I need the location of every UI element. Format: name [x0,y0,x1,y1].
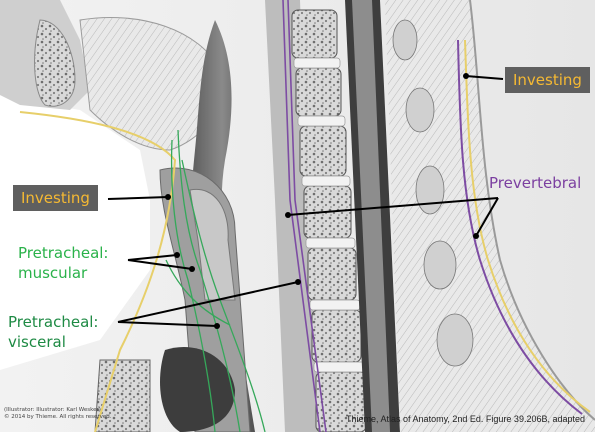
illustrator-credit: (Illustrator: Illustrator: Karl Wesker) … [4,407,112,421]
investing-label-left: Investing [13,185,98,211]
posterior-skin-outline [469,0,595,421]
source-citation: Thieme, Atlas of Anatomy, 2nd Ed. Figure… [346,414,585,424]
leader-pretracheal-muscular-1 [127,254,178,261]
leader-prevertebral-anterior [287,197,499,216]
prevertebral-label: Prevertebral [489,174,582,192]
sternum-bone [94,359,151,432]
leader-investing-right [465,75,504,80]
illustrator-credit-line-2: © 2014 by Thieme. All rights reserved. [4,414,112,420]
spinal-cord [352,0,390,432]
pretracheal-muscular-line-2: muscular [18,264,88,282]
pretracheal-muscular-label: Pretracheal: muscular [18,243,108,283]
leader-lines [107,75,504,327]
investing-label-right: Investing [505,67,590,93]
investing-fascia-posterior [464,39,591,413]
pretracheal-visceral-label: Pretracheal: visceral [8,312,98,352]
intervertebral-discs [293,57,366,373]
leader-investing-left [107,196,169,200]
prevertebral-fascia-anterior [282,0,327,432]
mandible-bone [34,19,76,107]
pretracheal-visceral-line-1: Pretracheal: [8,313,99,331]
illustrator-credit-line-1: (Illustrator: Illustrator: Karl Wesker) [4,407,101,413]
leader-pretracheal-visceral-1 [117,281,299,323]
leader-prevertebral-posterior [475,197,499,237]
pretracheal-muscular-line-1: Pretracheal: [18,244,109,262]
leader-pretracheal-visceral-2 [117,321,218,327]
spinous-processes [392,19,474,367]
esophagus-lumen [160,346,235,432]
investing-fascia-anterior [19,111,177,432]
posterior-neck-muscles [385,0,595,432]
prevertebral-fascia-posterior [457,39,583,415]
pretracheal-visceral-line-2: visceral [8,333,66,351]
leader-endpoints [165,73,479,329]
leader-pretracheal-muscular-2 [127,259,193,270]
epiglottis [189,188,236,301]
